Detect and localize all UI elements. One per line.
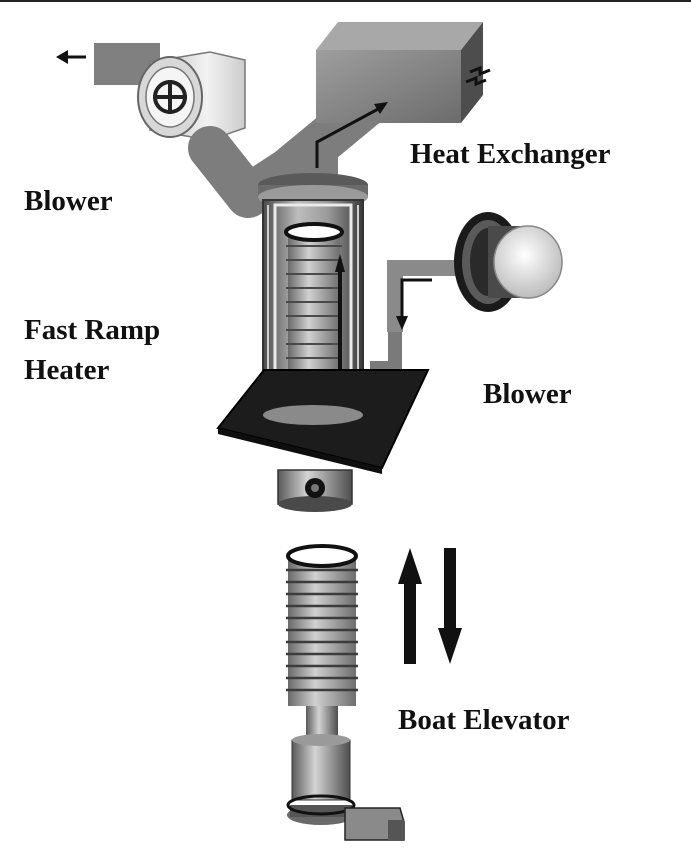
exhaust-arrow-icon — [56, 50, 86, 64]
elevator-shaft — [286, 706, 405, 841]
water-fitting-icon — [465, 65, 491, 87]
airflow-up-arrow-icon — [315, 102, 388, 168]
left-blower-label: Blower — [24, 185, 113, 217]
airflow-down-arrow-icon — [396, 278, 432, 330]
internal-flow-arrow-icon — [335, 254, 345, 378]
boat-elevator-label: Boat Elevator — [398, 704, 570, 736]
right-blower — [454, 212, 563, 312]
heat-exchanger-box — [316, 22, 483, 123]
right-blower-label: Blower — [483, 378, 572, 410]
heater-label: Heater — [24, 354, 110, 386]
wafer-coil-stack — [284, 222, 344, 374]
up-arrow-icon — [398, 548, 422, 664]
base-plate — [216, 369, 430, 474]
fast-ramp-label: Fast Ramp — [24, 314, 161, 346]
inlet-duct — [370, 260, 456, 375]
boat-wafer-stack — [286, 544, 358, 706]
down-arrow-icon — [438, 548, 462, 664]
heat-exchanger-label: Heat Exchanger — [410, 138, 611, 170]
left-blower — [137, 51, 246, 141]
bottom-port — [277, 469, 353, 512]
top-border-line — [0, 0, 691, 2]
fan-impeller-icon — [153, 80, 187, 114]
